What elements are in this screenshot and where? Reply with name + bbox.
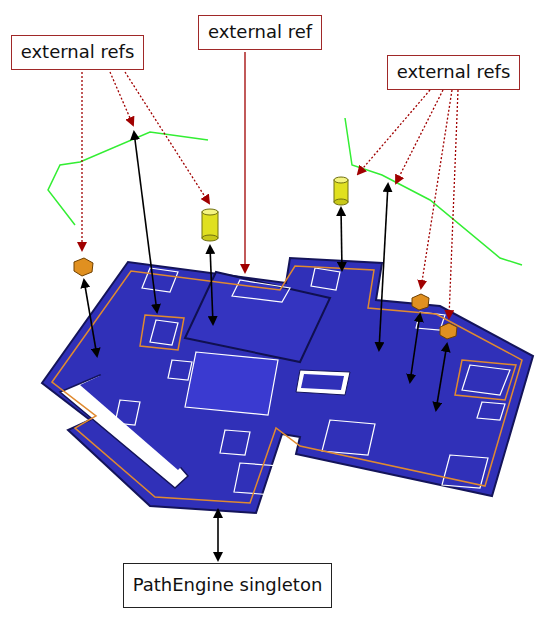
box-label: external refs [12,41,143,63]
singleton-box: PathEngine singleton [123,563,332,608]
external-ref-leader [82,72,458,318]
green-path [48,118,522,265]
box-label: PathEngine singleton [124,574,331,596]
mesh [42,258,533,513]
callout-box: external refs [387,55,520,90]
callout-box: external refs [11,35,144,70]
reference-arrow [84,132,447,560]
objects [74,177,457,339]
callout-box: external ref [198,15,322,50]
box-label: external refs [388,61,519,83]
box-label: external ref [199,21,321,43]
external-ref-leader [244,52,245,272]
